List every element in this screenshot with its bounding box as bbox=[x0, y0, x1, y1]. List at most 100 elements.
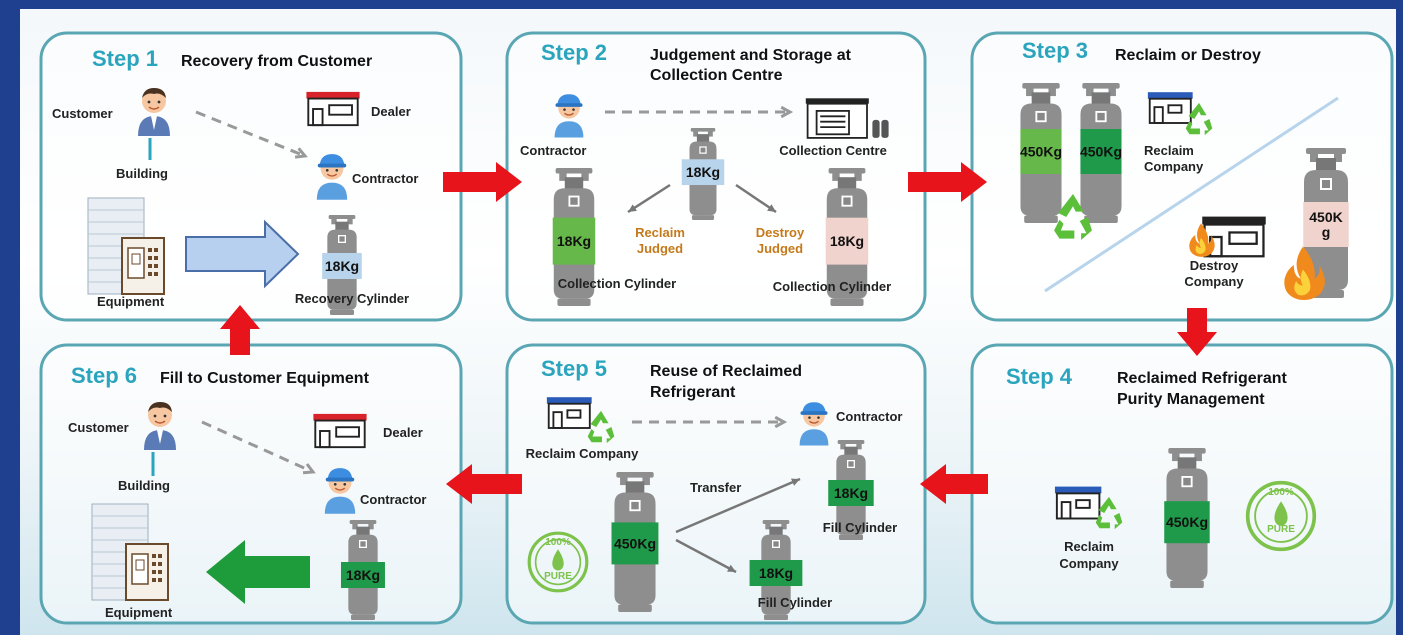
cylinder-weight-label: 18Kg bbox=[325, 258, 359, 274]
reclaimed-450kg-cylinder: 450Kg bbox=[611, 472, 659, 612]
fill-cylinder: 18Kg bbox=[340, 520, 385, 620]
dealer-icon bbox=[312, 412, 368, 449]
flow-arrow-step2-to-step3 bbox=[908, 162, 987, 202]
equipment-label: Equipment bbox=[105, 605, 173, 620]
collection-cylinder-reclaim: 18Kg bbox=[552, 168, 596, 306]
reclaim-company-label: Company bbox=[1059, 556, 1119, 571]
step-6-number: Step 6 bbox=[71, 363, 137, 388]
customer-label: Customer bbox=[52, 106, 113, 121]
cylinder-band bbox=[1080, 129, 1122, 174]
cylinder-weight-label: 450K bbox=[1309, 209, 1342, 225]
reclaim-company-label: Reclaim bbox=[1144, 143, 1194, 158]
cylinder-band bbox=[1020, 129, 1062, 174]
step-4-title: Purity Management bbox=[1117, 391, 1265, 408]
step-4-number: Step 4 bbox=[1006, 364, 1073, 389]
reclaim-cylinder-1: 450Kg bbox=[1020, 83, 1062, 223]
contractor-label: Contractor bbox=[352, 171, 418, 186]
reclaim-company-icon bbox=[1053, 485, 1103, 520]
cylinder-weight-label: 18Kg bbox=[830, 233, 864, 249]
step-3-title: Reclaim or Destroy bbox=[1115, 47, 1261, 64]
step-4-title: Reclaimed Refrigerant bbox=[1117, 370, 1288, 387]
flow-arrow-step6-to-step1 bbox=[220, 305, 260, 355]
reclaim-judged-label: Reclaim bbox=[635, 225, 685, 240]
building-label: Building bbox=[118, 478, 170, 493]
cylinder-weight-label: 18Kg bbox=[759, 565, 793, 581]
transfer-arrow-lower bbox=[675, 538, 737, 574]
collection-centre-label: Collection Centre bbox=[779, 143, 887, 158]
step-1-number: Step 1 bbox=[92, 46, 158, 71]
destroy-company-label: Company bbox=[1184, 274, 1244, 289]
cylinder-band bbox=[825, 217, 869, 265]
flow-arrow-step3-to-step4 bbox=[1177, 308, 1217, 356]
cylinder-weight-label: 18Kg bbox=[834, 485, 868, 501]
step-2-title: Collection Centre bbox=[650, 67, 783, 84]
cylinder-band bbox=[681, 159, 725, 186]
cylinder-band bbox=[552, 217, 596, 265]
step-5-number: Step 5 bbox=[541, 356, 607, 381]
fill-cylinder-2: 18Kg bbox=[749, 520, 803, 620]
cylinder-band bbox=[340, 562, 385, 588]
destroy-judged-label: Judged bbox=[757, 241, 803, 256]
dashed-arrow-reclaim-to-contractor bbox=[632, 415, 788, 429]
step-2-number: Step 2 bbox=[541, 40, 607, 65]
reclaim-company-icon bbox=[1146, 91, 1194, 124]
equipment-label: Equipment bbox=[97, 294, 165, 309]
contractor-label: Contractor bbox=[360, 492, 426, 507]
cylinder-weight-label: g bbox=[1322, 224, 1331, 240]
reclaim-company-icon bbox=[545, 396, 593, 429]
step-6-title: Fill to Customer Equipment bbox=[160, 370, 370, 387]
cylinder-band bbox=[611, 522, 659, 565]
step-5-title: Reuse of Reclaimed bbox=[650, 363, 802, 380]
collection-cylinder-label: Collection Cylinder bbox=[773, 279, 891, 294]
purity-cylinder: 450Kg bbox=[1164, 448, 1210, 588]
collection-cylinder-label: Collection Cylinder bbox=[558, 276, 676, 291]
cylinder-weight-label: 450Kg bbox=[614, 535, 656, 551]
cylinder-weight-label: 18Kg bbox=[686, 164, 720, 180]
reclaim-cylinder-2: 450Kg bbox=[1080, 83, 1122, 223]
dealer-icon bbox=[305, 90, 361, 127]
dealer-label: Dealer bbox=[371, 104, 411, 119]
customer-label: Customer bbox=[68, 420, 129, 435]
fill-cylinder-label: Fill Cylinder bbox=[758, 595, 832, 610]
cylinder-weight-label: 450Kg bbox=[1020, 144, 1062, 160]
arrow-to-destroy bbox=[735, 183, 777, 214]
flow-arrow-step5-to-step6 bbox=[446, 464, 522, 504]
cylinder-band bbox=[1164, 501, 1210, 544]
destroy-cylinder: 450Kg bbox=[1303, 148, 1349, 298]
contractor-label: Contractor bbox=[520, 143, 586, 158]
pure-percent-label: 100% bbox=[545, 537, 571, 548]
dashed-arrow-customer-to-contractor bbox=[201, 420, 316, 475]
cylinder-band bbox=[828, 480, 874, 506]
cylinder-weight-label: 18Kg bbox=[557, 233, 591, 249]
cylinder-weight-label: 450Kg bbox=[1080, 144, 1122, 160]
pure-label: PURE bbox=[544, 571, 572, 582]
step-5-title: Refrigerant bbox=[650, 384, 736, 401]
step-1-title: Recovery from Customer bbox=[181, 53, 372, 70]
destroy-judged-label: Destroy bbox=[756, 225, 805, 240]
building-label: Building bbox=[116, 166, 168, 181]
cylinder-weight-label: 18Kg bbox=[346, 567, 380, 583]
flow-arrow-step1-to-step2 bbox=[443, 162, 522, 202]
recovery-cylinder: 18Kg bbox=[322, 215, 362, 315]
step-2-title: Judgement and Storage at bbox=[650, 47, 852, 64]
contractor-label: Contractor bbox=[836, 409, 902, 424]
collection-cylinder-destroy: 18Kg bbox=[825, 168, 869, 306]
cylinder-to-equipment-arrow bbox=[206, 540, 310, 604]
cylinder-band bbox=[1303, 202, 1349, 247]
destroy-company-label: Destroy bbox=[1190, 258, 1239, 273]
pure-percent-label: 100% bbox=[1268, 487, 1294, 498]
reclaim-company-label: Company bbox=[1144, 159, 1204, 174]
transfer-label: Transfer bbox=[690, 480, 741, 495]
fill-cylinder-1: 18Kg bbox=[828, 440, 874, 540]
pure-label: PURE bbox=[1267, 524, 1295, 535]
dashed-arrow-contractor-to-centre bbox=[605, 105, 794, 119]
dealer-label: Dealer bbox=[383, 425, 423, 440]
recovery-cylinder-label: Recovery Cylinder bbox=[295, 291, 409, 306]
stored-cylinder: 18Kg bbox=[681, 128, 725, 220]
cylinder-band bbox=[322, 253, 362, 279]
reclaim-company-label: Reclaim Company bbox=[526, 446, 639, 461]
divider-line bbox=[1044, 96, 1339, 293]
equipment-to-cylinder-arrow bbox=[185, 219, 300, 289]
